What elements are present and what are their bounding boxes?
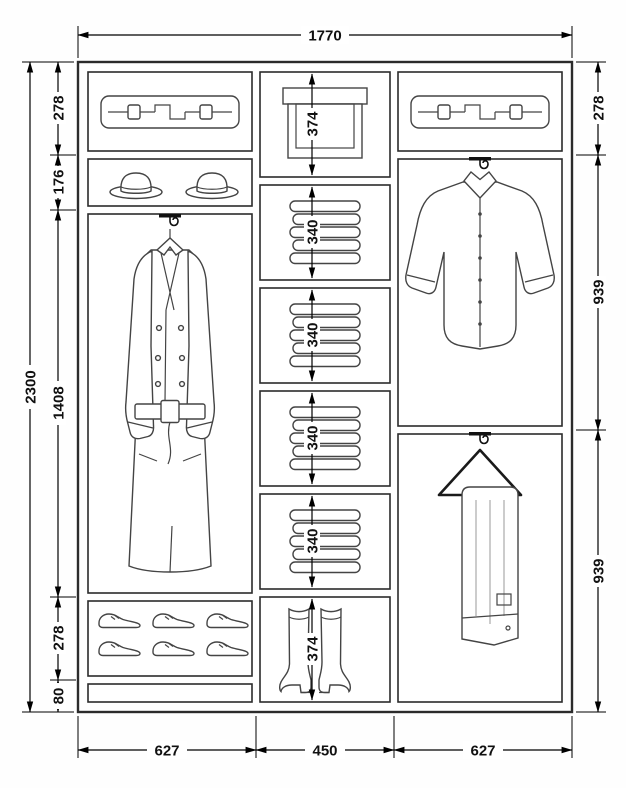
dim-middle-seg-2: 340: [304, 219, 321, 244]
dim-left-seg-1: 278: [50, 95, 67, 120]
folded-clothes-icon: [289, 200, 361, 265]
dim-middle-seg-4: 340: [304, 425, 321, 450]
dim-left-seg-3: 1408: [50, 386, 67, 419]
dim-middle-seg-1: 374: [304, 111, 321, 137]
dim-right-seg-1: 278: [590, 95, 607, 120]
storage-box-icon: [282, 87, 368, 159]
dim-right-seg-2: 939: [590, 279, 607, 304]
dim-left-seg-5: 80: [50, 688, 67, 705]
shirt-icon: [405, 170, 555, 350]
dim-bottom-seg-1: 627: [154, 742, 179, 759]
suitcase-icon: [410, 95, 550, 129]
compartment-left-hats: [87, 158, 253, 207]
dim-bottom-seg-2: 450: [312, 742, 337, 759]
folded-clothes-icon: [289, 406, 361, 471]
dim-total-height: 2300: [22, 370, 39, 403]
dim-bottom-seg-3: 627: [470, 742, 495, 759]
dimension-labels: 1770 2300 278 176 1408 278 80 278 939 93…: [21, 26, 607, 759]
dim-middle-seg-6: 374: [304, 636, 321, 662]
compartment-left-shoes: [87, 600, 253, 677]
dim-right-seg-3: 939: [590, 558, 607, 583]
compartment-left-plinth: [87, 683, 253, 703]
dim-left-seg-4: 278: [50, 625, 67, 650]
suitcase-icon: [100, 95, 240, 129]
dim-total-width: 1770: [308, 27, 341, 44]
folded-clothes-icon: [289, 509, 361, 574]
trousers-icon: [437, 448, 523, 646]
dim-left-seg-2: 176: [50, 169, 67, 194]
folded-clothes-icon: [289, 303, 361, 368]
dim-middle-seg-3: 340: [304, 322, 321, 347]
coat-icon: [124, 237, 216, 573]
dim-middle-seg-5: 340: [304, 528, 321, 553]
